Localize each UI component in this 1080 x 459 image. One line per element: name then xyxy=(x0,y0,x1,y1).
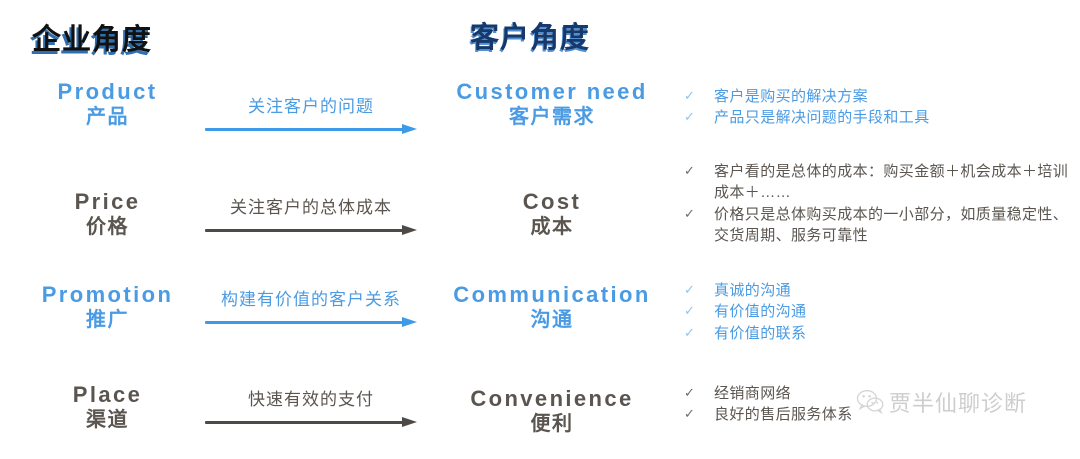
right-label-en: Communication xyxy=(453,282,651,307)
arrow-right-icon xyxy=(205,417,417,429)
arrow-label: 构建有价值的客户关系 xyxy=(221,290,401,309)
list-item-text: 良好的售后服务体系 xyxy=(714,406,853,424)
left-label-cn: 价格 xyxy=(86,216,129,239)
bullet-list-place: ✓ 经销商网络 ✓ 良好的售后服务体系 xyxy=(684,383,1076,426)
page-title-enterprise-perspective: 企业角度 xyxy=(32,24,153,56)
left-label-cn: 推广 xyxy=(86,309,129,332)
matrix-row-place: Place 渠道 快速有效的支付 Convenience 便利 ✓ 经销商网络 … xyxy=(0,375,1080,459)
list-item: ✓ 经销商网络 xyxy=(684,383,1076,404)
list-item: ✓ 真诚的沟通 xyxy=(684,280,1076,301)
bullet-list-product: ✓ 客户是购买的解决方案 ✓ 产品只是解决问题的手段和工具 xyxy=(684,86,1076,129)
right-label-convenience: Convenience 便利 xyxy=(432,385,672,437)
right-label-cn: 便利 xyxy=(530,413,574,436)
list-item-text: 价格只是总体购买成本的一小部分，如质量稳定性、交货周期、服务可靠性 xyxy=(714,205,1069,244)
left-label-cn: 产品 xyxy=(86,106,129,129)
right-label-cost: Cost 成本 xyxy=(432,188,672,240)
left-label-en: Place xyxy=(72,382,143,407)
right-label-cn: 成本 xyxy=(530,216,574,239)
bullet-list-price: ✓ 客户看的是总体的成本：购买金额＋机会成本＋培训成本＋…… ✓ 价格只是总体购… xyxy=(684,161,1076,246)
matrix-row-promotion: Promotion 推广 构建有价值的客户关系 Communication 沟通… xyxy=(0,275,1080,360)
list-item: ✓ 客户是购买的解决方案 xyxy=(684,86,1076,107)
arrow-label: 关注客户的总体成本 xyxy=(230,198,392,217)
check-icon: ✓ xyxy=(684,385,696,400)
list-item-text: 有价值的联系 xyxy=(714,324,807,342)
right-label-customer-need: Customer need 客户需求 xyxy=(432,78,672,130)
list-item-text: 真诚的沟通 xyxy=(714,282,792,299)
list-item: ✓ 客户看的是总体的成本：购买金额＋机会成本＋培训成本＋…… xyxy=(684,161,1076,204)
right-label-en: Cost xyxy=(522,189,582,214)
right-label-cn: 客户需求 xyxy=(509,106,595,129)
list-item-text: 客户看的是总体的成本：购买金额＋机会成本＋培训成本＋…… xyxy=(714,163,1069,202)
list-item-text: 产品只是解决问题的手段和工具 xyxy=(714,109,930,127)
arrow-group-promotion: 构建有价值的客户关系 xyxy=(200,285,422,329)
list-item-text: 有价值的沟通 xyxy=(714,303,807,321)
check-icon: ✓ xyxy=(684,282,696,297)
list-item-text: 客户是购买的解决方案 xyxy=(714,88,869,105)
page-title-customer-perspective: 客户角度 xyxy=(470,22,591,54)
list-item: ✓ 价格只是总体购买成本的一小部分，如质量稳定性、交货周期、服务可靠性 xyxy=(684,204,1076,247)
bullet-list-promotion: ✓ 真诚的沟通 ✓ 有价值的沟通 ✓ 有价值的联系 xyxy=(684,280,1076,344)
arrow-right-icon xyxy=(205,225,417,237)
right-label-en: Customer need xyxy=(456,79,648,104)
check-icon: ✓ xyxy=(684,163,696,178)
arrow-group-product: 关注客户的问题 xyxy=(200,92,422,136)
left-label-en: Product xyxy=(57,79,158,104)
arrow-group-price: 关注客户的总体成本 xyxy=(200,193,422,237)
check-icon: ✓ xyxy=(684,406,696,422)
list-item: ✓ 有价值的联系 xyxy=(684,323,1076,344)
arrow-right-icon xyxy=(205,124,417,136)
matrix-row-price: Price 价格 关注客户的总体成本 Cost 成本 ✓ 客户看的是总体的成本：… xyxy=(0,163,1080,258)
left-label-en: Price xyxy=(74,189,141,214)
list-item: ✓ 有价值的沟通 xyxy=(684,301,1076,322)
left-label-price: Price 价格 xyxy=(20,188,195,240)
right-label-cn: 沟通 xyxy=(530,309,574,332)
right-label-communication: Communication 沟通 xyxy=(432,281,672,333)
left-label-promotion: Promotion 推广 xyxy=(20,281,195,333)
check-icon: ✓ xyxy=(684,109,696,125)
left-label-place: Place 渠道 xyxy=(20,381,195,433)
arrow-group-place: 快速有效的支付 xyxy=(200,385,422,429)
list-item: ✓ 良好的售后服务体系 xyxy=(684,404,1076,425)
left-label-product: Product 产品 xyxy=(20,78,195,130)
matrix-row-product: Product 产品 关注客户的问题 Customer need 客户需求 ✓ … xyxy=(0,78,1080,178)
list-item: ✓ 产品只是解决问题的手段和工具 xyxy=(684,107,1076,128)
check-icon: ✓ xyxy=(684,88,696,103)
arrow-label: 关注客户的问题 xyxy=(248,97,374,116)
check-icon: ✓ xyxy=(684,324,696,340)
list-item-text: 经销商网络 xyxy=(714,385,792,402)
check-icon: ✓ xyxy=(684,205,696,221)
arrow-label: 快速有效的支付 xyxy=(248,390,374,409)
arrow-right-icon xyxy=(205,317,417,329)
left-label-cn: 渠道 xyxy=(86,409,129,432)
check-icon: ✓ xyxy=(684,303,696,319)
right-label-en: Convenience xyxy=(470,386,634,411)
left-label-en: Promotion xyxy=(41,282,174,307)
